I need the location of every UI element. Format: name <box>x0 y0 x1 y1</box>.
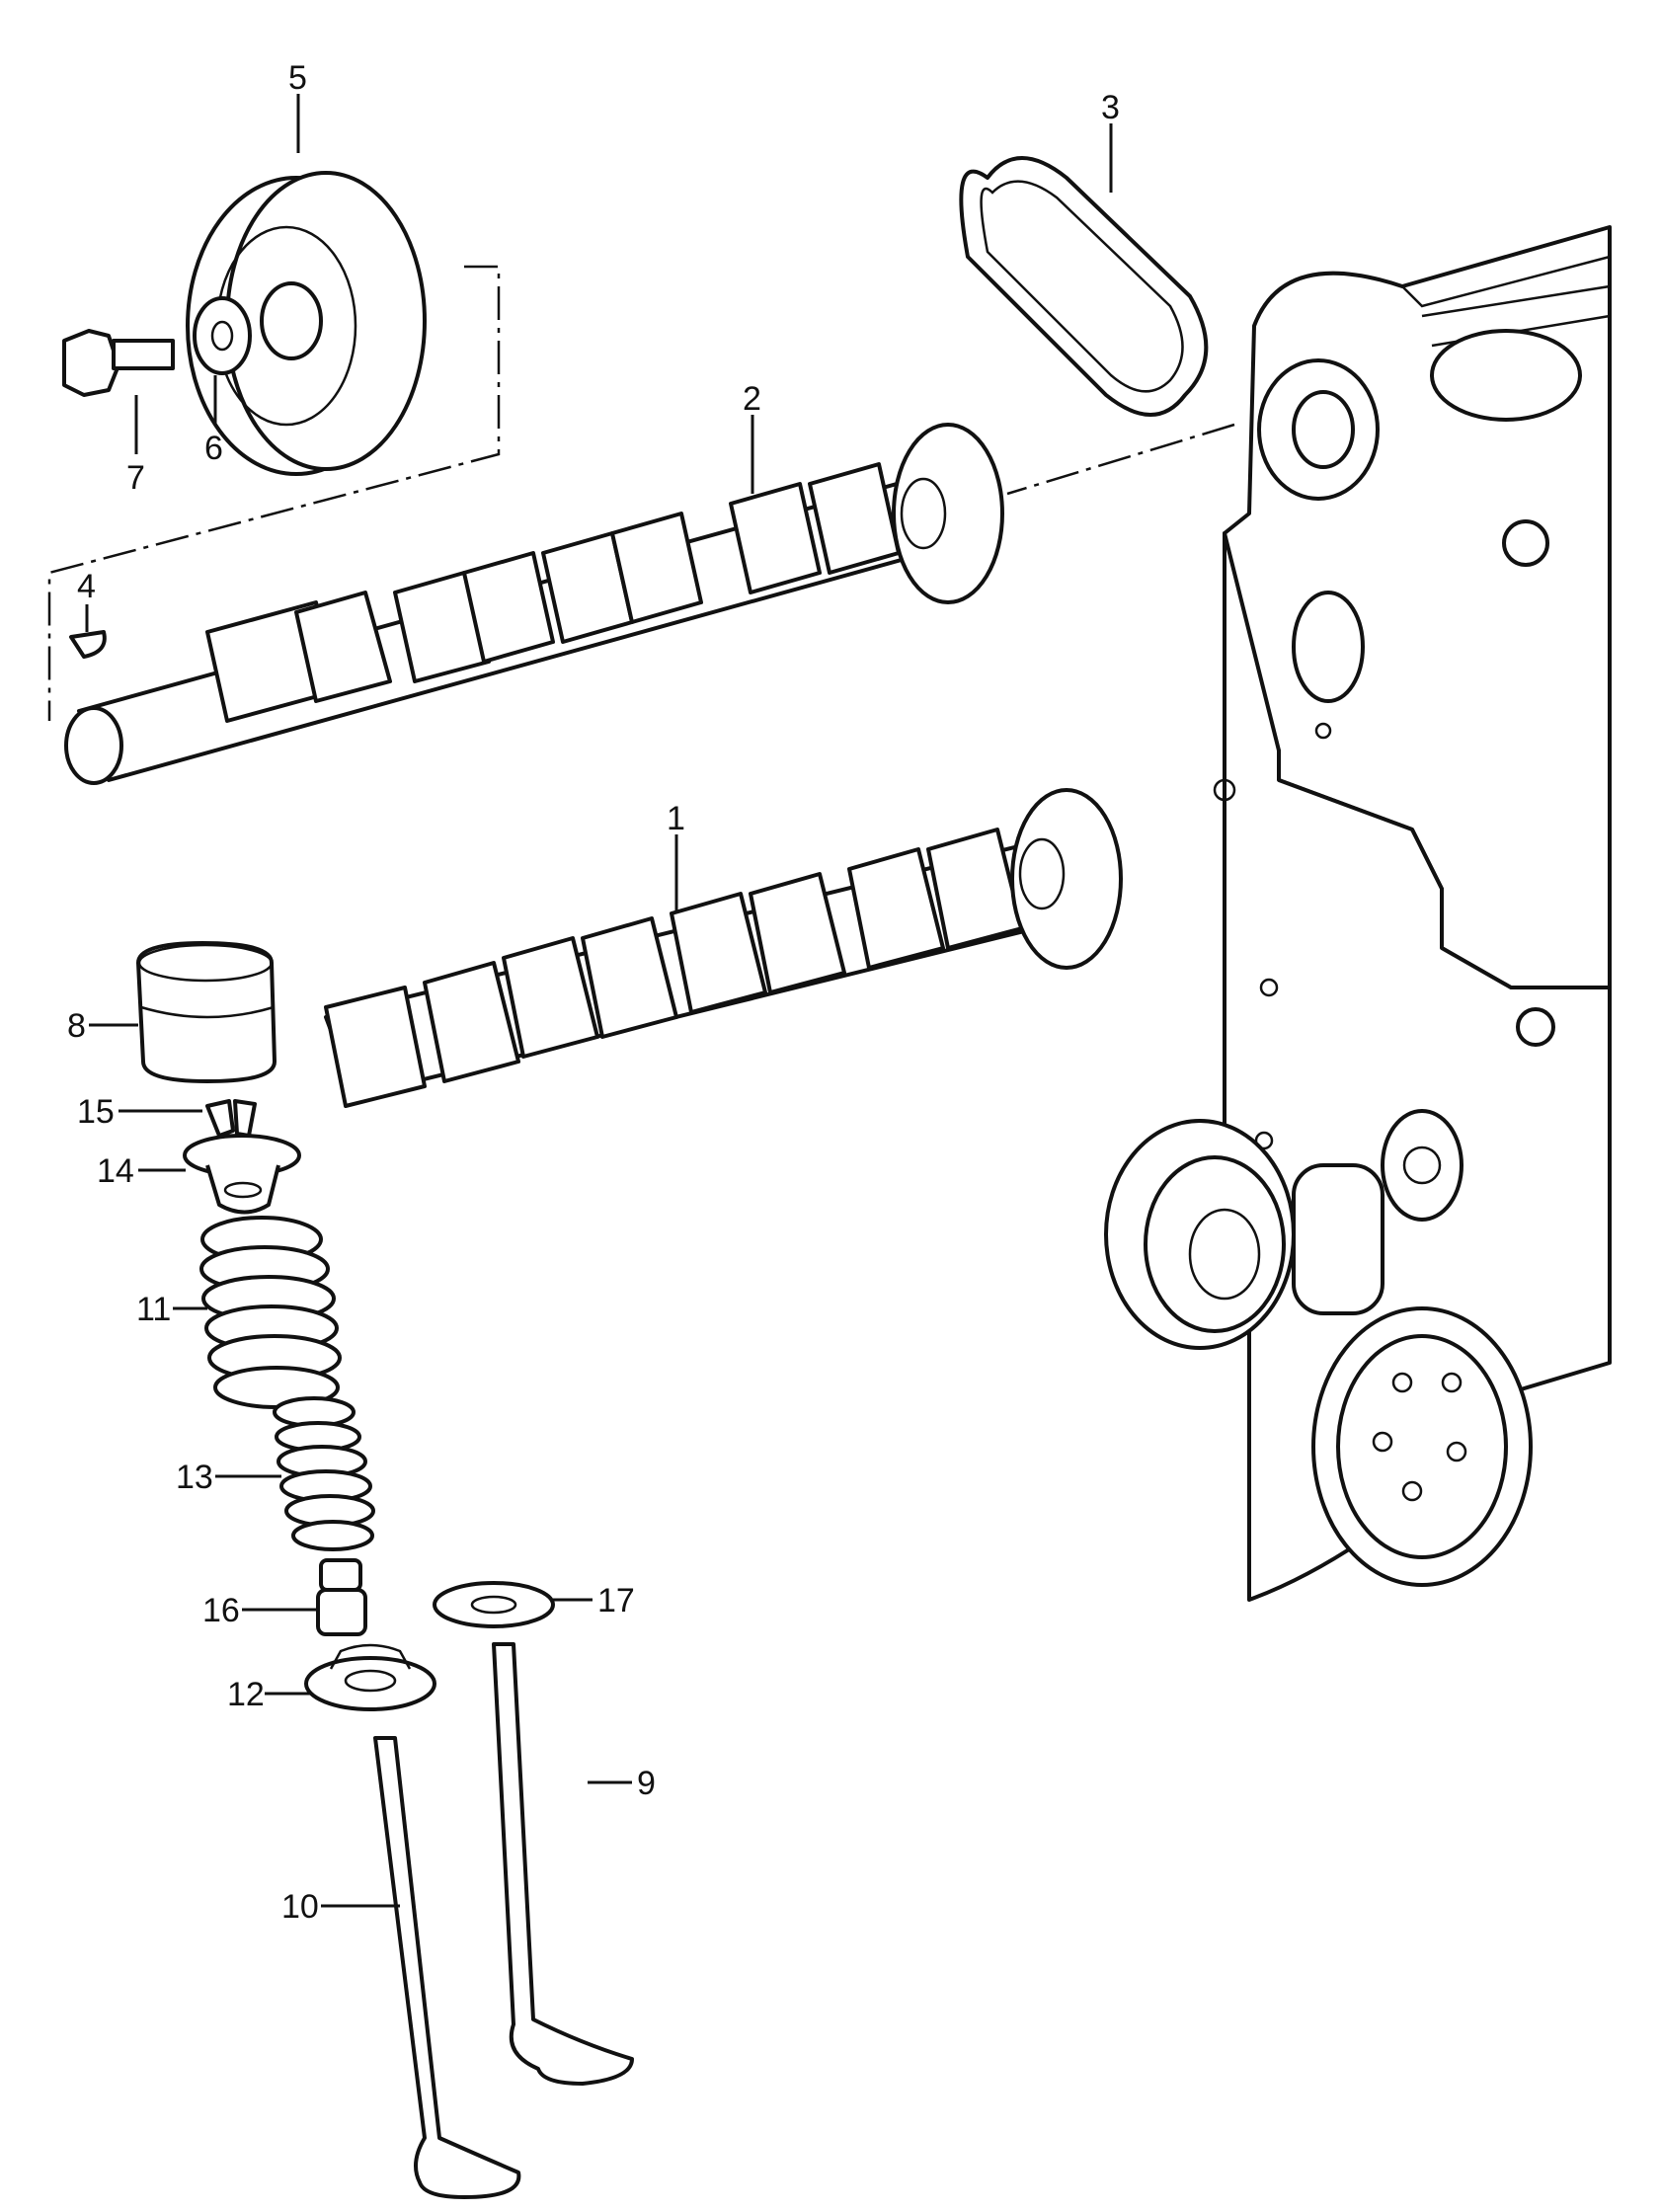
assembly-boundary <box>47 265 1235 721</box>
callout-4: 4 <box>77 568 96 605</box>
spring-seat <box>304 1643 436 1711</box>
callout-16: 16 <box>202 1592 240 1629</box>
callout-3: 3 <box>1101 89 1120 126</box>
callout-1: 1 <box>667 800 685 837</box>
callout-11: 11 <box>136 1291 171 1328</box>
callout-12: 12 <box>227 1676 265 1713</box>
camshaft-upper <box>64 423 1004 785</box>
callout-14: 14 <box>97 1152 134 1190</box>
callout-13: 13 <box>176 1459 213 1496</box>
outer-valve-spring <box>199 1216 342 1409</box>
valve-cotters <box>205 1099 257 1138</box>
callout-9: 9 <box>637 1765 656 1802</box>
callout-6: 6 <box>204 430 223 467</box>
callout-5: 5 <box>288 59 307 97</box>
callout-15: 15 <box>77 1093 115 1131</box>
timing-chain <box>959 156 1209 417</box>
valve-intake <box>492 1642 634 2086</box>
callout-labels: 1 2 3 4 5 6 7 8 9 10 11 12 13 14 15 16 1… <box>67 59 1120 1926</box>
engine-block <box>1104 225 1612 1602</box>
timing-gear <box>186 171 427 476</box>
woodruff-key <box>69 630 107 659</box>
camshaft-lower <box>324 788 1123 1108</box>
callout-17: 17 <box>597 1582 635 1620</box>
valve-exhaust <box>373 1736 521 2199</box>
spring-retainer <box>183 1134 301 1215</box>
callout-8: 8 <box>67 1007 86 1045</box>
inner-valve-spring <box>273 1396 375 1551</box>
callout-2: 2 <box>743 380 761 418</box>
tappet <box>136 941 277 1083</box>
callout-10: 10 <box>281 1888 319 1926</box>
valve-stem-seal <box>316 1558 367 1636</box>
bolt <box>62 329 175 397</box>
callout-7: 7 <box>126 459 145 497</box>
leader-lines <box>85 94 1113 1908</box>
washer <box>193 296 252 375</box>
shim <box>433 1581 555 1628</box>
